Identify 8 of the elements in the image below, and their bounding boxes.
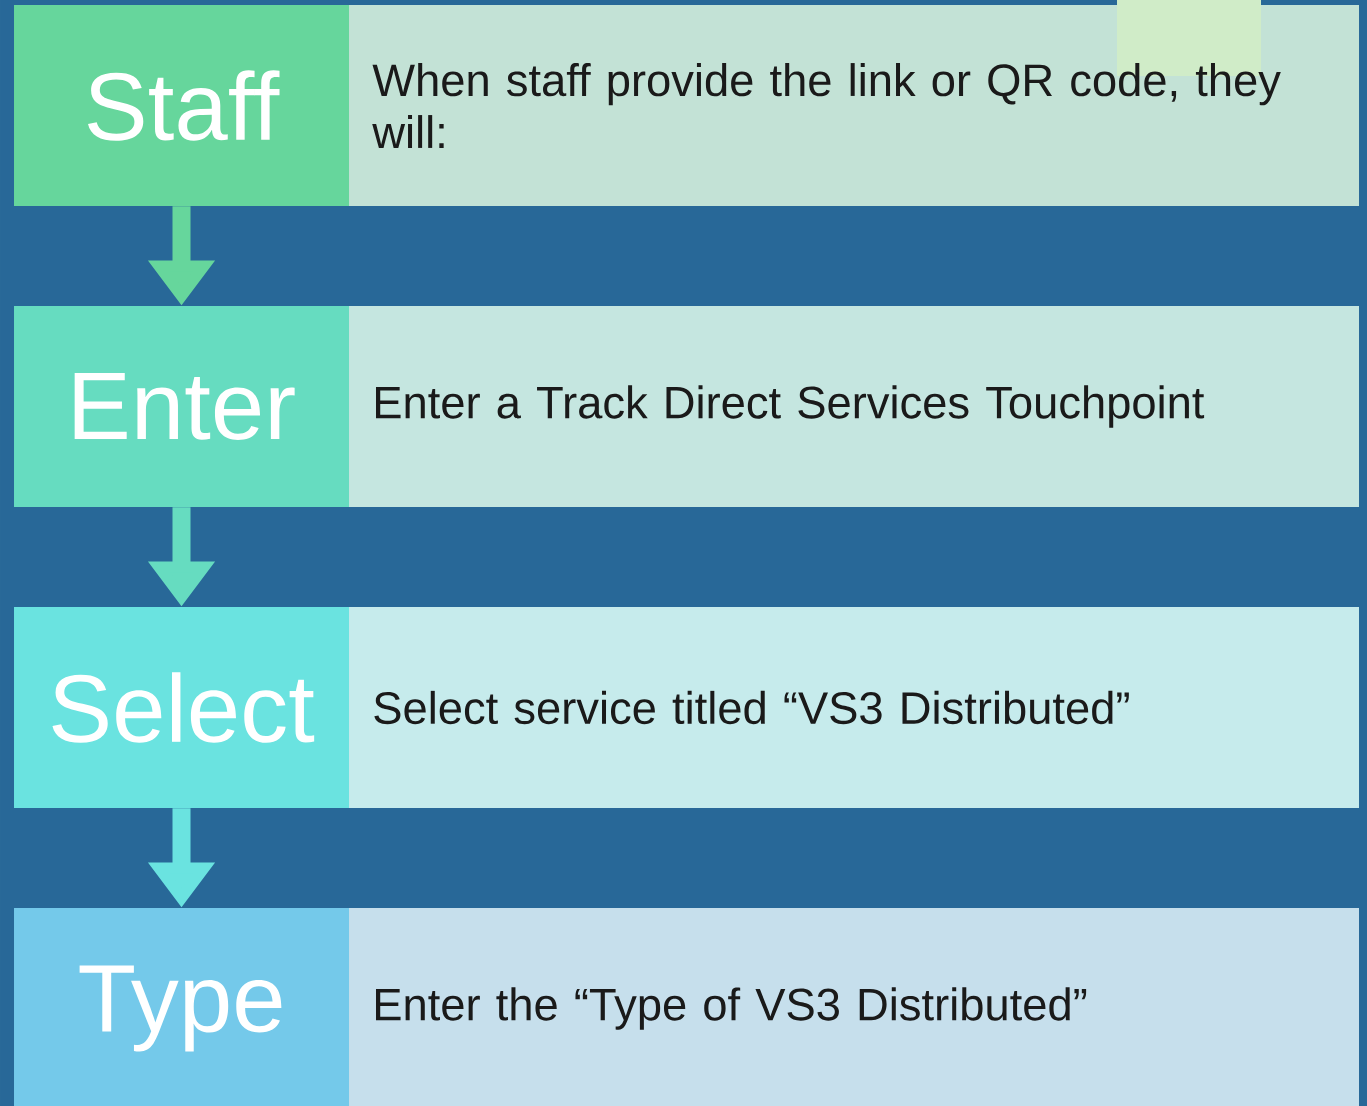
heading-box: Select [14, 607, 349, 808]
text-panel: Select service titled “VS3 Distributed” [349, 607, 1359, 808]
heading-box: Type [14, 908, 349, 1106]
heading-box: Enter [14, 306, 349, 507]
heading-box: Staff [14, 5, 349, 206]
text-panel: Enter a Track Direct Services Touchpoint [349, 306, 1359, 507]
text-panel: When staff provide the link or QR code, they will: [349, 0, 1359, 206]
text-panel: Enter the “Type of VS3 Distributed” [349, 908, 1359, 1106]
